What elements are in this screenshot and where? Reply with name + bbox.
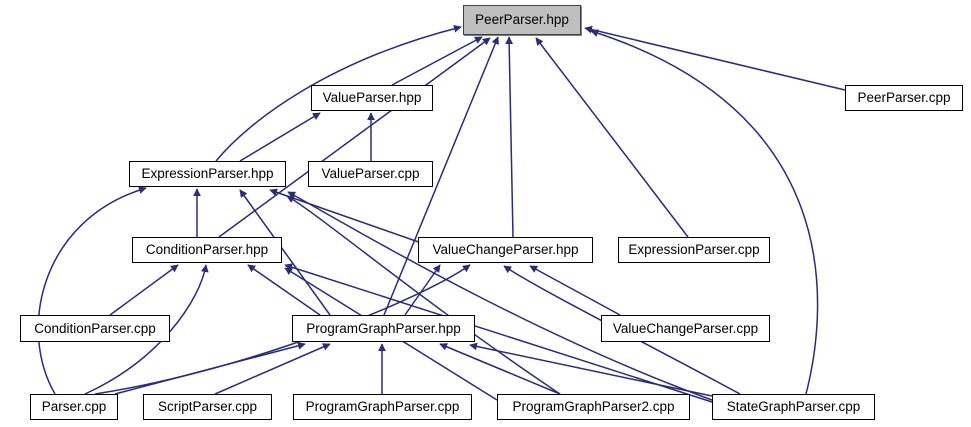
edge-valuechangeparser_hpp-to-expressionparser_hpp xyxy=(269,188,431,247)
edge-stategraphparser_cpp-to-valuechangeparser_hpp xyxy=(503,265,741,395)
edge-parser_cpp-to-conditionparser_hpp xyxy=(84,264,209,395)
edge-expressionparser_cpp-to-peerparser_hpp xyxy=(535,37,689,238)
node-programgraphparser2_cpp[interactable]: ProgramGraphParser2.cpp xyxy=(497,394,690,420)
edge-expressionparser_hpp-to-valueparser_hpp xyxy=(239,112,321,162)
edge-stategraphparser_cpp-to-peerparser_hpp xyxy=(590,29,819,395)
edge-peerparser_cpp-to-peerparser_hpp xyxy=(584,25,846,91)
edge-valuechangeparser_cpp-to-valuechangeparser_hpp xyxy=(529,265,621,316)
node-conditionparser_hpp[interactable]: ConditionParser.hpp xyxy=(132,237,282,263)
edge-conditionparser_hpp-to-peerparser_hpp xyxy=(218,37,491,238)
edge-stategraphparser_cpp-to-conditionparser_hpp xyxy=(284,263,713,403)
edge-valuechangeparser_hpp-to-peerparser_hpp xyxy=(505,36,514,238)
node-label-programgraphparser_cpp: ProgramGraphParser.cpp xyxy=(305,399,460,415)
edge-scriptparser_cpp-to-programgraphparser_hpp xyxy=(214,343,331,395)
node-expressionparser_hpp[interactable]: ExpressionParser.hpp xyxy=(129,161,286,187)
node-stategraphparser_cpp[interactable]: StateGraphParser.cpp xyxy=(712,394,875,420)
edge-programgraphparser_hpp-to-peerparser_hpp xyxy=(383,36,499,316)
node-valuechangeparser_hpp[interactable]: ValueChangeParser.hpp xyxy=(418,237,593,263)
node-peerparser_cpp[interactable]: PeerParser.cpp xyxy=(845,85,963,111)
edge-stategraphparser_cpp-to-expressionparser_hpp xyxy=(287,191,713,401)
edge-valueparser_hpp-to-peerparser_hpp xyxy=(391,36,483,86)
node-parser_cpp[interactable]: Parser.cpp xyxy=(30,394,118,420)
node-expressionparser_cpp[interactable]: ExpressionParser.cpp xyxy=(618,237,770,263)
node-label-expressionparser_cpp: ExpressionParser.cpp xyxy=(628,242,760,258)
node-label-programgraphparser2_cpp: ProgramGraphParser2.cpp xyxy=(512,399,675,415)
node-label-conditionparser_cpp: ConditionParser.cpp xyxy=(34,320,156,336)
node-programgraphparser_hpp[interactable]: ProgramGraphParser.hpp xyxy=(292,315,475,342)
node-valuechangeparser_cpp[interactable]: ValueChangeParser.cpp xyxy=(601,315,770,342)
node-label-programgraphparser_hpp: ProgramGraphParser.hpp xyxy=(306,320,461,336)
node-label-valuechangeparser_cpp: ValueChangeParser.cpp xyxy=(612,320,759,336)
node-valueparser_hpp[interactable]: ValueParser.hpp xyxy=(311,85,433,111)
node-label-valueparser_hpp: ValueParser.hpp xyxy=(322,90,422,106)
edge-parser_cpp-to-programgraphparser_hpp xyxy=(114,342,306,395)
edge-programgraphparser_hpp-to-valuechangeparser_hpp xyxy=(404,264,441,316)
edge-parser_cpp-to-expressionparser_hpp xyxy=(37,186,147,395)
node-label-valueparser_cpp: ValueParser.cpp xyxy=(321,166,420,182)
node-label-conditionparser_hpp: ConditionParser.hpp xyxy=(145,242,269,258)
node-label-scriptparser_cpp: ScriptParser.cpp xyxy=(157,399,258,415)
node-label-peerparser_cpp: PeerParser.cpp xyxy=(857,90,951,106)
node-scriptparser_cpp[interactable]: ScriptParser.cpp xyxy=(143,394,272,420)
edge-programgraphparser2_cpp-to-programgraphparser_hpp xyxy=(439,343,561,395)
node-label-parser_cpp: Parser.cpp xyxy=(41,399,107,415)
edge-stategraphparser_cpp-to-programgraphparser_hpp xyxy=(469,342,713,397)
node-peerparser_hpp[interactable]: PeerParser.hpp xyxy=(463,5,581,35)
node-label-peerparser_hpp: PeerParser.hpp xyxy=(475,12,569,28)
edge-programgraphparser2_cpp-to-expressionparser_hpp xyxy=(286,195,561,395)
node-label-stategraphparser_cpp: StateGraphParser.cpp xyxy=(726,399,861,415)
edge-programgraphparser_hpp-to-expressionparser_hpp xyxy=(239,189,331,316)
edge-conditionparser_cpp-to-conditionparser_hpp xyxy=(109,264,179,316)
edge-programgraphparser_hpp-to-conditionparser_hpp xyxy=(247,264,321,316)
node-conditionparser_cpp[interactable]: ConditionParser.cpp xyxy=(20,315,170,342)
node-programgraphparser_cpp[interactable]: ProgramGraphParser.cpp xyxy=(293,394,472,420)
node-valueparser_cpp[interactable]: ValueParser.cpp xyxy=(308,161,433,187)
edge-expressionparser_hpp-to-peerparser_hpp xyxy=(215,24,462,162)
node-label-valuechangeparser_hpp: ValueChangeParser.hpp xyxy=(432,242,579,258)
node-label-expressionparser_hpp: ExpressionParser.hpp xyxy=(141,166,274,182)
